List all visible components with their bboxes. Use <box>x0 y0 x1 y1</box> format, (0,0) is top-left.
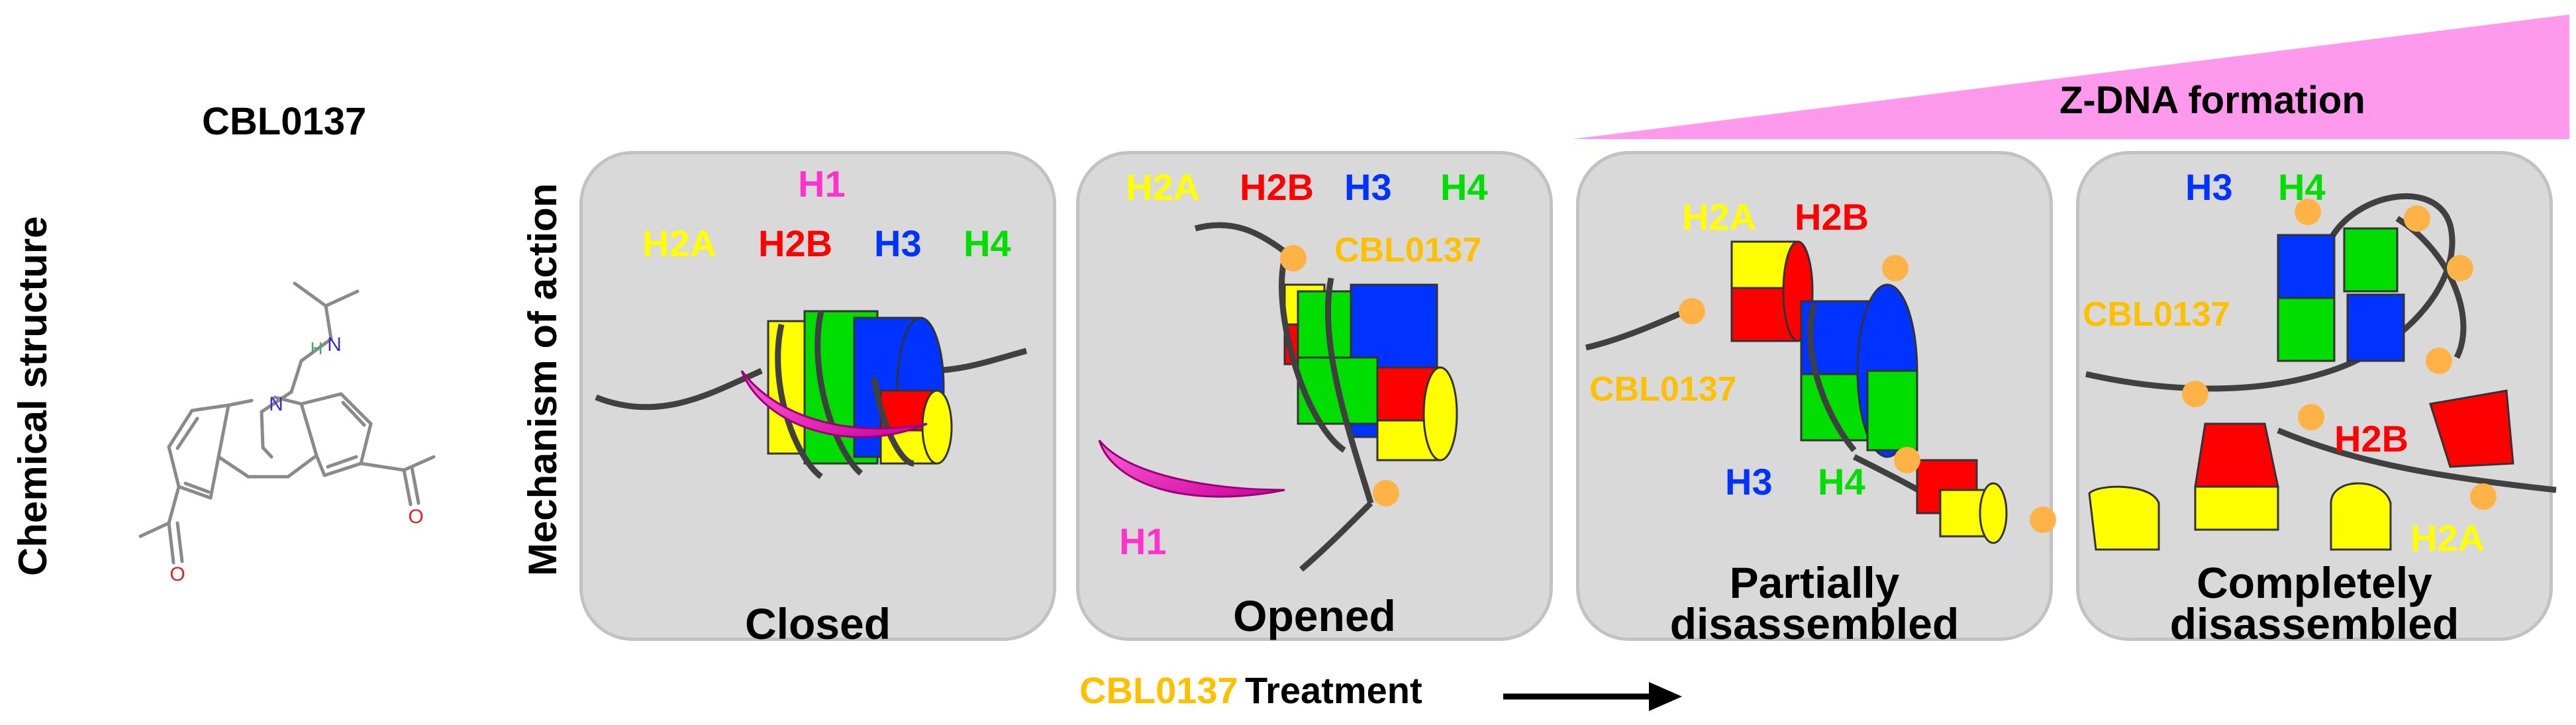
chemical-structure-drawing: N N H O O <box>138 281 436 585</box>
complete-drug-label: CBL0137 <box>2083 295 2230 334</box>
compound-name: CBL0137 <box>202 100 367 143</box>
opened-nucleosome <box>1098 222 1458 572</box>
treatment-word-label: Treatment <box>1245 669 1422 711</box>
treatment-drug-label: CBL0137 <box>1079 669 1238 711</box>
partial-state-line1: Partially <box>1729 558 1900 607</box>
opened-h1-label: H1 <box>1119 520 1167 562</box>
partial-h3-label: H3 <box>1725 461 1773 503</box>
atom-o-right: O <box>408 506 423 528</box>
complete-state-line2: disassembled <box>2169 599 2459 648</box>
opened-h3-label: H3 <box>1344 166 1392 208</box>
atom-h: H <box>311 338 323 358</box>
complete-h2a-label: H2A <box>2410 517 2485 559</box>
opened-drug-label: CBL0137 <box>1334 231 1482 269</box>
partial-h2a-label: H2A <box>1682 196 1757 238</box>
partial-drug-label: CBL0137 <box>1589 370 1737 409</box>
closed-nucleosome <box>595 310 1028 479</box>
closed-h2a-label: H2A <box>642 222 717 264</box>
complete-h4-label: H4 <box>2278 166 2326 208</box>
closed-state-label: Closed <box>744 599 891 648</box>
opened-state-label: Opened <box>1233 591 1396 640</box>
partial-h4-label: H4 <box>1818 461 1865 503</box>
closed-h3-label: H3 <box>874 222 922 264</box>
complete-h2b-label: H2B <box>2334 418 2409 459</box>
z-dna-formation-label: Z-DNA formation <box>2059 79 2365 122</box>
atom-n-amine: N <box>327 334 342 356</box>
opened-h2b-label: H2B <box>1240 166 1314 208</box>
partial-nucleosome <box>1585 240 2056 544</box>
partial-h2b-label: H2B <box>1795 196 1869 238</box>
atom-o-left: O <box>170 563 185 585</box>
closed-h4-label: H4 <box>964 222 1011 264</box>
complete-disassembly <box>2085 193 2557 551</box>
opened-h4-label: H4 <box>1440 166 1488 208</box>
partial-state-line2: disassembled <box>1669 599 1959 648</box>
complete-h3-label: H3 <box>2185 166 2233 208</box>
opened-h2a-label: H2A <box>1126 166 1201 208</box>
complete-state-line1: Completely <box>2197 558 2432 607</box>
closed-h2b-label: H2B <box>758 222 833 264</box>
atom-n-ring: N <box>269 393 283 415</box>
closed-h1-label: H1 <box>798 163 846 205</box>
